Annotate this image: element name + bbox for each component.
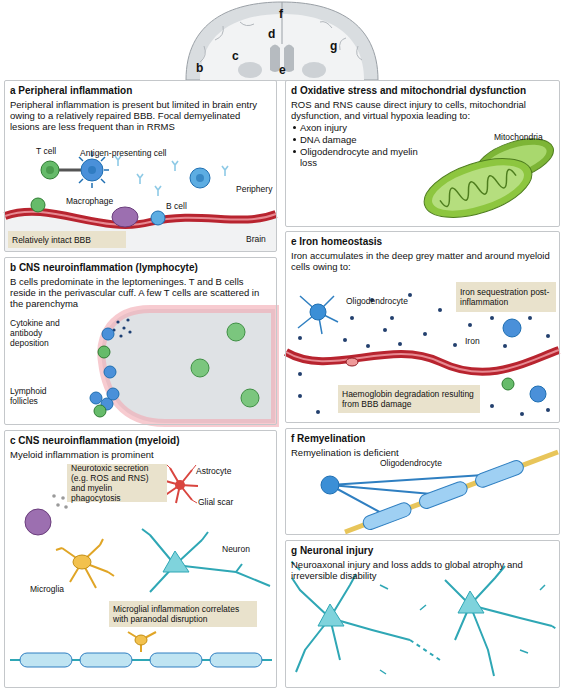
region-letter: e <box>279 64 286 77</box>
part-label: Microglia <box>30 584 64 594</box>
panel-heading: b CNS neuroinflammation (lymphocyte) <box>10 262 271 274</box>
part-label: Astrocyte <box>196 466 231 476</box>
part-label: Mitochondria <box>494 132 543 142</box>
lymphocyte-inflammation-art <box>90 309 275 423</box>
region-letter: f <box>279 8 283 21</box>
part-label: Iron <box>465 336 480 346</box>
mitochondria-art <box>417 131 559 230</box>
part-label: T cell <box>36 146 56 156</box>
myeloid-inflammation-art <box>10 464 272 667</box>
part-label: Brain <box>246 234 266 244</box>
bullet-item: Oligodendrocyte and myelin loss <box>291 146 428 168</box>
panel-box: c CNS neuroinflammation (myeloid) Myeloid… <box>4 430 277 688</box>
part-label: Neuron <box>222 544 250 554</box>
panel-box: g Neuronal injuryNeuroaxonal injury and … <box>285 540 560 688</box>
panel-heading: a Peripheral inflammation <box>10 85 271 97</box>
note-text: Relatively intact BBB <box>12 235 122 245</box>
note-text: Microglial inflammation correlates with … <box>113 604 253 624</box>
bullet-item: DNA damage <box>291 134 428 145</box>
part-label: Oligodendrocyte <box>346 296 408 306</box>
region-letter: c <box>232 50 239 63</box>
note-box: Relatively intact BBB <box>8 231 126 248</box>
remyelination-art <box>321 452 558 532</box>
panel-body: Peripheral inflammation is present but l… <box>10 99 271 132</box>
note-box: Iron sequestration post-inflammation <box>456 282 556 312</box>
part-label: B cell <box>166 201 187 211</box>
panel-body: Iron accumulates in the deep grey matter… <box>291 250 554 272</box>
brain-slice <box>186 2 378 80</box>
panel-heading: g Neuronal injury <box>291 545 554 557</box>
part-label: Oligodendrocyte <box>380 458 442 468</box>
note-text: Haemoglobin degradation resulting from B… <box>342 389 476 409</box>
panel-heading: c CNS neuroinflammation (myeloid) <box>10 435 271 447</box>
region-letter: b <box>196 62 203 75</box>
panel-body: B cells predominate in the leptomeninges… <box>10 276 271 309</box>
panel-body: Neuroaxonal injury and loss adds to glob… <box>291 559 554 581</box>
part-label: Antigen-presenting cell <box>80 148 166 158</box>
panel-heading: f Remyelination <box>291 433 554 445</box>
neuronal-injury-art <box>290 560 558 676</box>
part-label: Cytokine and antibody deposition <box>10 318 82 348</box>
panel-box: d Oxidative stress and mitochondrial dys… <box>285 80 560 227</box>
bullet-item: Axon injury <box>291 122 428 133</box>
panel-box: f RemyelinationRemyelination is deficien… <box>285 428 560 535</box>
part-label: Lymphoid follicles <box>10 386 72 406</box>
panel-heading: e Iron homeostasis <box>291 236 554 248</box>
peripheral-inflammation-art <box>5 152 276 251</box>
part-label: Glial scar <box>198 497 233 507</box>
panel-box: a Peripheral inflammationPeripheral infl… <box>4 80 277 252</box>
part-label: Macrophage <box>66 196 113 206</box>
part-label: Periphery <box>236 184 272 194</box>
note-box: Haemoglobin degradation resulting from B… <box>338 385 480 413</box>
panel-heading: d Oxidative stress and mitochondrial dys… <box>291 85 554 97</box>
panel-body: Myeloid inflammation is prominent <box>10 449 271 460</box>
note-text: Neurotoxic secretion (e.g. ROS and RNS) … <box>71 463 163 503</box>
note-text: Iron sequestration post-inflammation <box>460 287 552 307</box>
note-box: Neurotoxic secretion (e.g. ROS and RNS) … <box>67 464 167 502</box>
panel-body: ROS and RNS cause direct injury to cells… <box>291 99 554 121</box>
region-letter: g <box>330 40 337 53</box>
panel-body: Remyelination is deficient <box>291 447 554 458</box>
region-letter: d <box>268 28 275 41</box>
panel-box: e Iron homeostasisIron accumulates in th… <box>285 231 560 423</box>
note-box: Microglial inflammation correlates with … <box>109 601 257 627</box>
